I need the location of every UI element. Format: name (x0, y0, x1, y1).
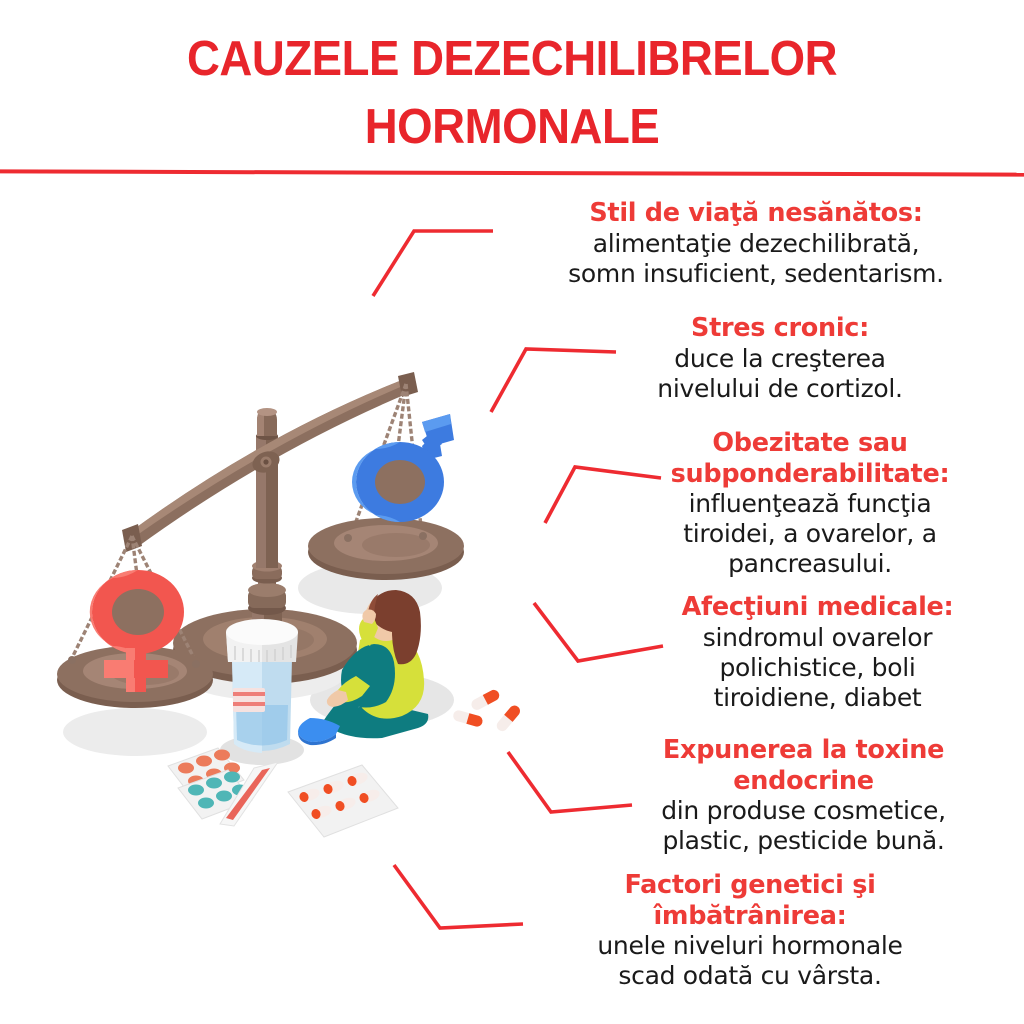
callout-medical-body-line-1: sindromul ovarelor (702, 622, 933, 652)
callout-stress-body-line-1: duce la creşterea (674, 343, 886, 373)
callout-toxins-body-line-1: din produse cosmetice, (661, 796, 946, 826)
male-symbol (351, 414, 454, 522)
page-title-line-1: CAUZELE DEZECHILIBRELOR (186, 32, 838, 86)
callout-weight-heading-line-1: Obezitate sau (712, 428, 908, 458)
callout-weight-heading-line-2: subponderabilitate: (670, 458, 950, 489)
callout-lifestyle: Stil de viaţă nesănătos: alimentaţie dez… (506, 198, 1006, 289)
shadow-left-pan (63, 708, 207, 756)
callout-medical-heading: Afecţiuni medicale: (681, 592, 954, 622)
blister-pack-capsules (287, 764, 399, 838)
page-title: CAUZELE DEZECHILIBRELOR HORMONALE (0, 26, 1024, 161)
callout-genetics: Factori genetici şi îmbătrânirea: unele … (490, 870, 1010, 991)
callout-weight-body-line-1: influenţează funcţia (688, 489, 932, 519)
callout-weight: Obezitate sau subponderabilitate: influe… (620, 428, 1000, 579)
callout-lifestyle-heading: Stil de viaţă nesănătos: (589, 198, 923, 228)
callout-stress: Stres cronic: duce la creşterea nivelulu… (570, 313, 990, 404)
callout-lifestyle-body-line-1: alimentaţie dezechilibrată, (592, 228, 920, 258)
callout-medical-body-line-3: tiroidiene, diabet (713, 682, 922, 712)
right-pan (308, 518, 464, 580)
loose-capsules (453, 689, 520, 732)
callout-stress-heading: Stres cronic: (691, 313, 869, 343)
callout-genetics-heading-line-1: Factori genetici şi (624, 870, 876, 900)
callout-weight-body-line-3: pancreasului. (728, 549, 892, 579)
callout-medical-body-line-2: polichistice, boli (719, 652, 916, 682)
pill-bottle (220, 619, 304, 765)
callout-weight-body-line-2: tiroidei, a ovarelor, a (683, 519, 937, 549)
thermometer (219, 761, 280, 827)
page-title-line-2: HORMONALE (364, 99, 660, 154)
capsule-group (299, 772, 380, 819)
callout-medical: Afecţiuni medicale: sindromul ovarelor p… (630, 592, 1005, 713)
header-divider-rule (0, 169, 1024, 177)
connector-line-lifestyle (371, 229, 493, 297)
callout-stress-body-line-2: nivelului de cortizol. (657, 373, 903, 403)
callout-toxins-body-line-2: plastic, pesticide bună. (662, 826, 945, 856)
callout-toxins-heading-line-2: endocrine (733, 765, 874, 796)
illustration-svg (57, 372, 520, 838)
hormone-balance-illustration (30, 340, 530, 860)
callout-toxins-heading-line-1: Expunerea la toxine (662, 735, 945, 765)
callout-toxins: Expunerea la toxine endocrine din produs… (596, 735, 1011, 856)
callout-genetics-body-line-1: unele niveluri hormonale (597, 931, 903, 961)
callout-genetics-body-line-2: scad odată cu vârsta. (618, 961, 882, 991)
callout-genetics-heading-line-2: îmbătrânirea: (653, 900, 847, 931)
seated-woman (298, 590, 429, 746)
female-symbol (89, 570, 184, 692)
callout-lifestyle-body-line-2: somn insuficient, sedentarism. (568, 258, 944, 288)
